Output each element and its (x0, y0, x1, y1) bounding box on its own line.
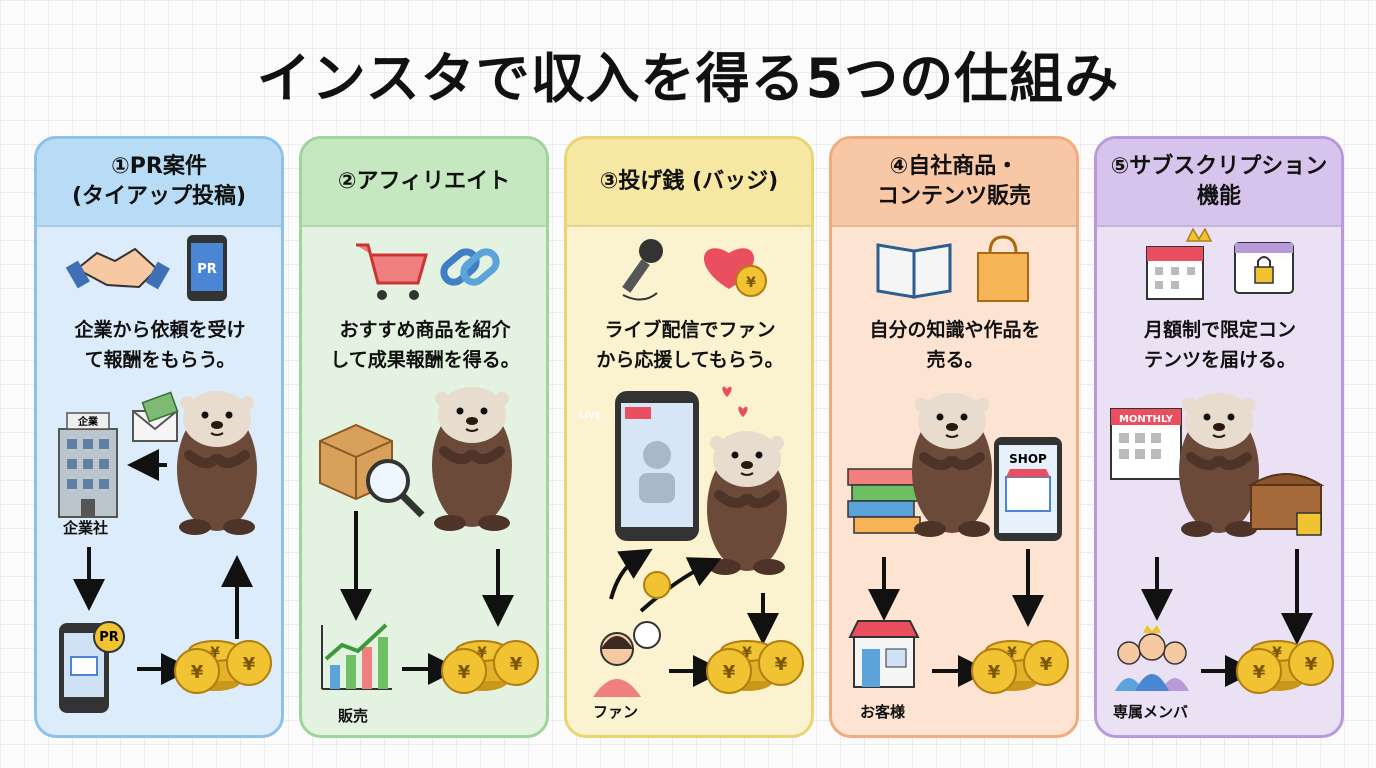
live-phone-icon (615, 391, 699, 541)
panel-heading: ①PR案件 (タイアップ投稿) (37, 139, 281, 227)
treasure-chest-icon (1247, 473, 1325, 536)
panel-description: おすすめ商品を紹介 して成果報酬を得る。 (330, 319, 520, 371)
otter-character (1179, 393, 1259, 537)
products-illustration: SHOP (847, 235, 1069, 694)
phone-icon: PR (187, 235, 227, 301)
fan-label: ファン (593, 703, 639, 721)
page-title: インスタで収入を得る5つの仕組み (256, 47, 1120, 110)
locked-window-icon (1234, 242, 1294, 294)
panel-heading: ⑤サブスクリプション 機能 (1097, 139, 1341, 227)
otter-character (912, 393, 992, 537)
cart-icon (356, 243, 428, 300)
book-icon (876, 243, 952, 299)
otter-character (177, 391, 257, 535)
link-icon (440, 248, 500, 286)
books-stack-icon (847, 468, 921, 534)
company-sign: 企業 (77, 415, 99, 428)
coins-icon (971, 640, 1069, 694)
monthly-sign: MONTHLY (1119, 414, 1174, 425)
fan-icon (593, 621, 661, 697)
shop-tablet-icon (994, 437, 1062, 541)
magnifier-link-icon (366, 459, 425, 518)
customer-label: お客様 (860, 703, 906, 721)
pr-badge: PR (99, 630, 119, 645)
store-icon (848, 620, 920, 688)
live-badge: LIVE (579, 411, 601, 421)
shop-sign: SHOP (1009, 452, 1047, 466)
members-label: 専属メンバ (1113, 703, 1189, 721)
monthly-calendar-icon (1110, 408, 1182, 480)
panel-heading: ④自社商品・ コンテンツ販売 (832, 139, 1076, 227)
svg-text:¥: ¥ (746, 275, 756, 291)
panel-subscription: ⑤サブスクリプション 機能 MONTHLY (1094, 136, 1344, 738)
otter-character (707, 431, 787, 575)
coins-icon (441, 640, 539, 694)
building-icon (58, 412, 118, 518)
panel-description: ライブ配信でファン から応援してもらう。 (596, 319, 784, 371)
affiliate-illustration (319, 243, 539, 694)
panel-heading: ③投げ銭 (バッジ) (567, 139, 811, 227)
coins-icon (1236, 640, 1334, 694)
pr-phone-icon (59, 621, 125, 713)
members-icon (1115, 625, 1189, 691)
svg-text:PR: PR (197, 262, 217, 277)
sales-label: 販売 (338, 707, 369, 725)
panel-pr: ①PR案件 (タイアップ投稿) PR 企業 (34, 136, 284, 738)
panel-tipping: ③投げ銭 (バッジ) ¥ LIVE (564, 136, 814, 738)
envelope-money-icon (132, 391, 179, 442)
coins-icon (174, 640, 272, 694)
panel-description: 月額制で限定コン テンツを届ける。 (1143, 319, 1296, 371)
tipping-illustration: ¥ LIVE (579, 239, 804, 697)
heart-coin-icon: ¥ (703, 248, 767, 297)
microphone-icon (622, 239, 663, 301)
shopping-bag-icon (977, 235, 1029, 302)
panel-description: 自分の知識や作品を 売る。 (869, 319, 1041, 371)
panel-heading: ②アフィリエイト (302, 139, 546, 227)
otter-character (432, 387, 512, 531)
coins-icon (706, 640, 804, 694)
calendar-crown-icon (1146, 227, 1213, 300)
pr-illustration: PR 企業 PR (58, 235, 272, 713)
panel-description: 企業から依頼を受け て報酬をもらう。 (74, 319, 246, 371)
panel-affiliate: ②アフィリエイト (299, 136, 549, 738)
company-label: 企業社 (63, 519, 109, 537)
subscription-illustration: MONTHLY (1110, 227, 1334, 694)
handshake-icon (65, 247, 170, 290)
growth-chart-icon (321, 623, 392, 690)
panel-own-products: ④自社商品・ コンテンツ販売 SHOP (829, 136, 1079, 738)
